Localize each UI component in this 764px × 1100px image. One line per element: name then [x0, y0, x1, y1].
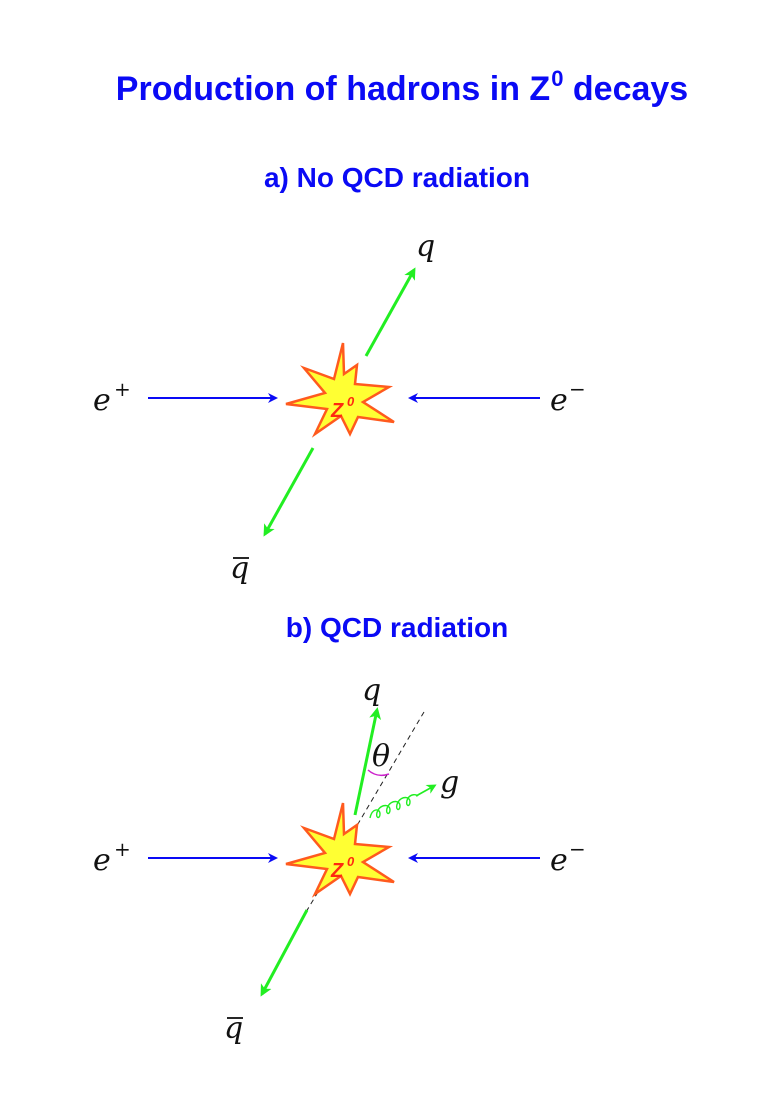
z-boson-superscript-b: 0: [347, 854, 355, 869]
positron-label: e: [93, 383, 111, 418]
quark-arrow: [364, 267, 416, 357]
reference-axis-dashed: [351, 711, 425, 835]
antiquark-label-b: q: [224, 1011, 243, 1046]
z-boson-label: Z: [330, 400, 344, 422]
title-superscript: 0: [551, 66, 564, 91]
title-text: Production of hadrons in Z: [115, 70, 551, 108]
positron-label-b: e: [93, 843, 111, 878]
panel-a-subtitle: a) No QCD radiation: [263, 162, 530, 193]
angle-label: θ: [372, 739, 390, 774]
quark-label-b: q: [362, 673, 381, 708]
electron-superscript: −: [569, 377, 586, 401]
reference-axis-dashed-lower: [305, 891, 319, 913]
panel-a-diagram: Z 0 e + e − q q: [93, 229, 586, 586]
angle-arc: [367, 769, 390, 777]
antiquark-arrow-b: [260, 909, 309, 997]
explosion-burst-icon: Z 0: [285, 342, 395, 438]
page-title: Production of hadrons in Z0 decays: [0, 66, 764, 109]
explosion-burst-icon-b: Z 0: [285, 802, 395, 898]
antiquark-arrow: [263, 447, 315, 537]
gluon-coil-icon: [369, 784, 437, 819]
positron-superscript-b: +: [114, 837, 131, 861]
quark-label: q: [416, 229, 435, 264]
panel-b-diagram: Z 0 e + e − q θ g q: [93, 673, 586, 1046]
panel-b-subtitle: b) QCD radiation: [285, 612, 509, 643]
electron-label: e: [550, 383, 568, 418]
quark-arrow-b: [353, 707, 382, 816]
positron-superscript: +: [114, 377, 131, 401]
antiquark-label: q: [230, 551, 249, 586]
electron-superscript-b: −: [569, 837, 586, 861]
z-boson-label-b: Z: [330, 860, 344, 882]
title-suffix: decays: [563, 70, 689, 108]
z-boson-superscript: 0: [347, 394, 355, 409]
electron-label-b: e: [550, 843, 568, 878]
gluon-label: g: [440, 765, 459, 800]
